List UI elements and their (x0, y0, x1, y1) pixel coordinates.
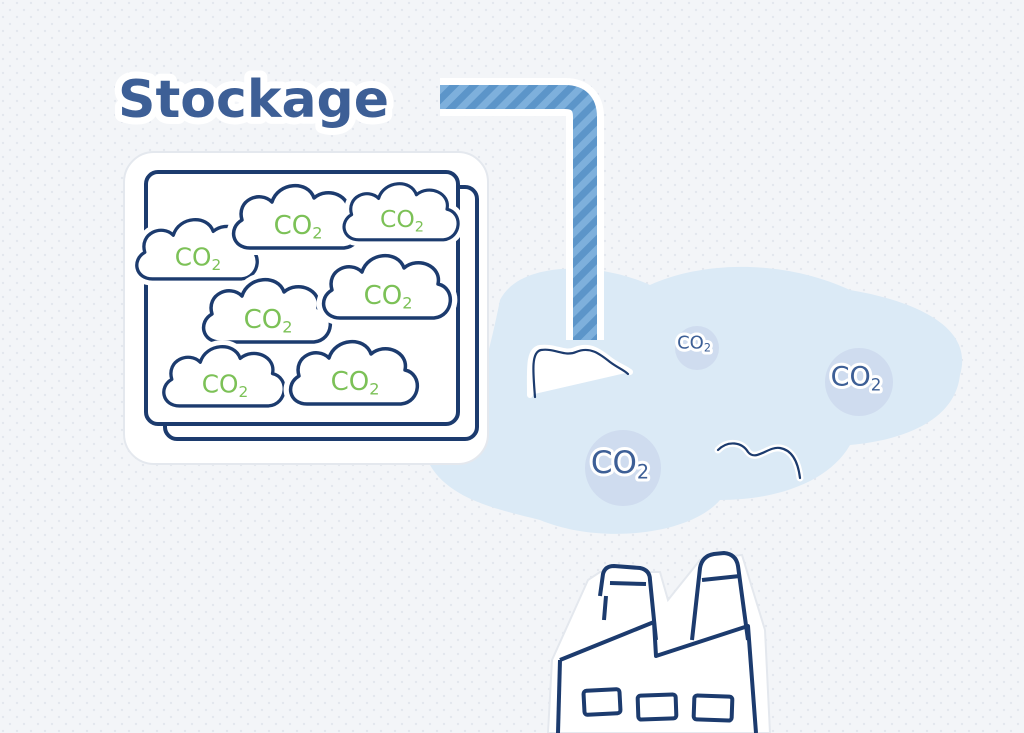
emission-cloud (430, 266, 963, 534)
co2-cloud-icon: CO2 (324, 256, 451, 318)
co2-label: CO2 (677, 332, 711, 354)
co2-cloud-icon: CO2 (137, 220, 257, 279)
co2-cloud-icon: CO2 (344, 184, 458, 240)
co2-label: CO2 (202, 370, 248, 401)
factory-icon (546, 551, 772, 733)
co2-label-outline: CO2 (677, 332, 711, 354)
title-group: Stockage Stockage (111, 63, 396, 137)
co2-cloud-icon: CO2 (291, 342, 418, 404)
pipe-icon (440, 78, 604, 340)
page-title: Stockage (118, 70, 389, 130)
co2-cloud-icon: CO2 (164, 347, 284, 406)
page-title-outline: Stockage (118, 70, 389, 130)
co2-label-outline: CO2 (831, 361, 882, 394)
co2-cloud-icon: CO2 (204, 280, 331, 342)
co2-cloud-icon: CO2 (234, 186, 361, 248)
